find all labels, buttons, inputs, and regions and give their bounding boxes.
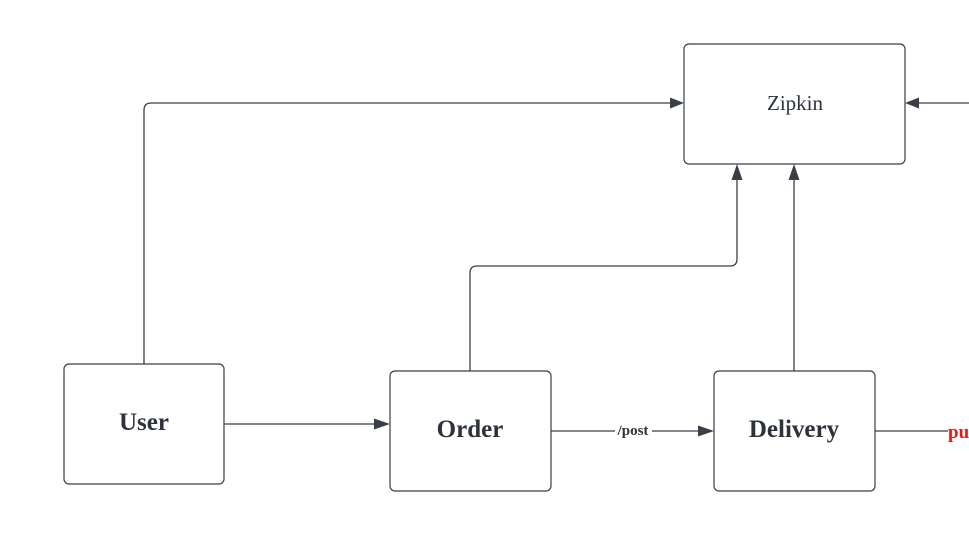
arrowhead-user-zipkin bbox=[670, 97, 684, 109]
edge-user-to-zipkin bbox=[143, 102, 672, 364]
arrowhead-user-order bbox=[374, 418, 390, 430]
arrowhead-external-zipkin bbox=[905, 97, 919, 109]
node-user[interactable]: User bbox=[63, 363, 225, 485]
node-user-box bbox=[63, 363, 225, 485]
node-delivery-box bbox=[713, 370, 876, 492]
arrowhead-order-delivery bbox=[698, 425, 714, 437]
node-delivery[interactable]: Delivery bbox=[713, 370, 876, 492]
node-order[interactable]: Order bbox=[389, 370, 552, 492]
node-order-label: Order bbox=[437, 416, 504, 443]
node-delivery-label: Delivery bbox=[749, 416, 840, 443]
node-zipkin-label: Zipkin bbox=[767, 91, 823, 115]
arrowhead-order-zipkin bbox=[731, 164, 743, 180]
node-order-box bbox=[389, 370, 552, 492]
node-zipkin-box bbox=[683, 43, 906, 165]
arrowhead-delivery-zipkin bbox=[788, 164, 800, 180]
edge-order-to-zipkin bbox=[469, 178, 738, 371]
edge-label-delivery-outgoing: pu bbox=[948, 422, 969, 443]
node-user-label: User bbox=[119, 409, 169, 436]
edge-label-post: /post bbox=[617, 423, 649, 439]
node-zipkin[interactable]: Zipkin bbox=[683, 43, 906, 165]
